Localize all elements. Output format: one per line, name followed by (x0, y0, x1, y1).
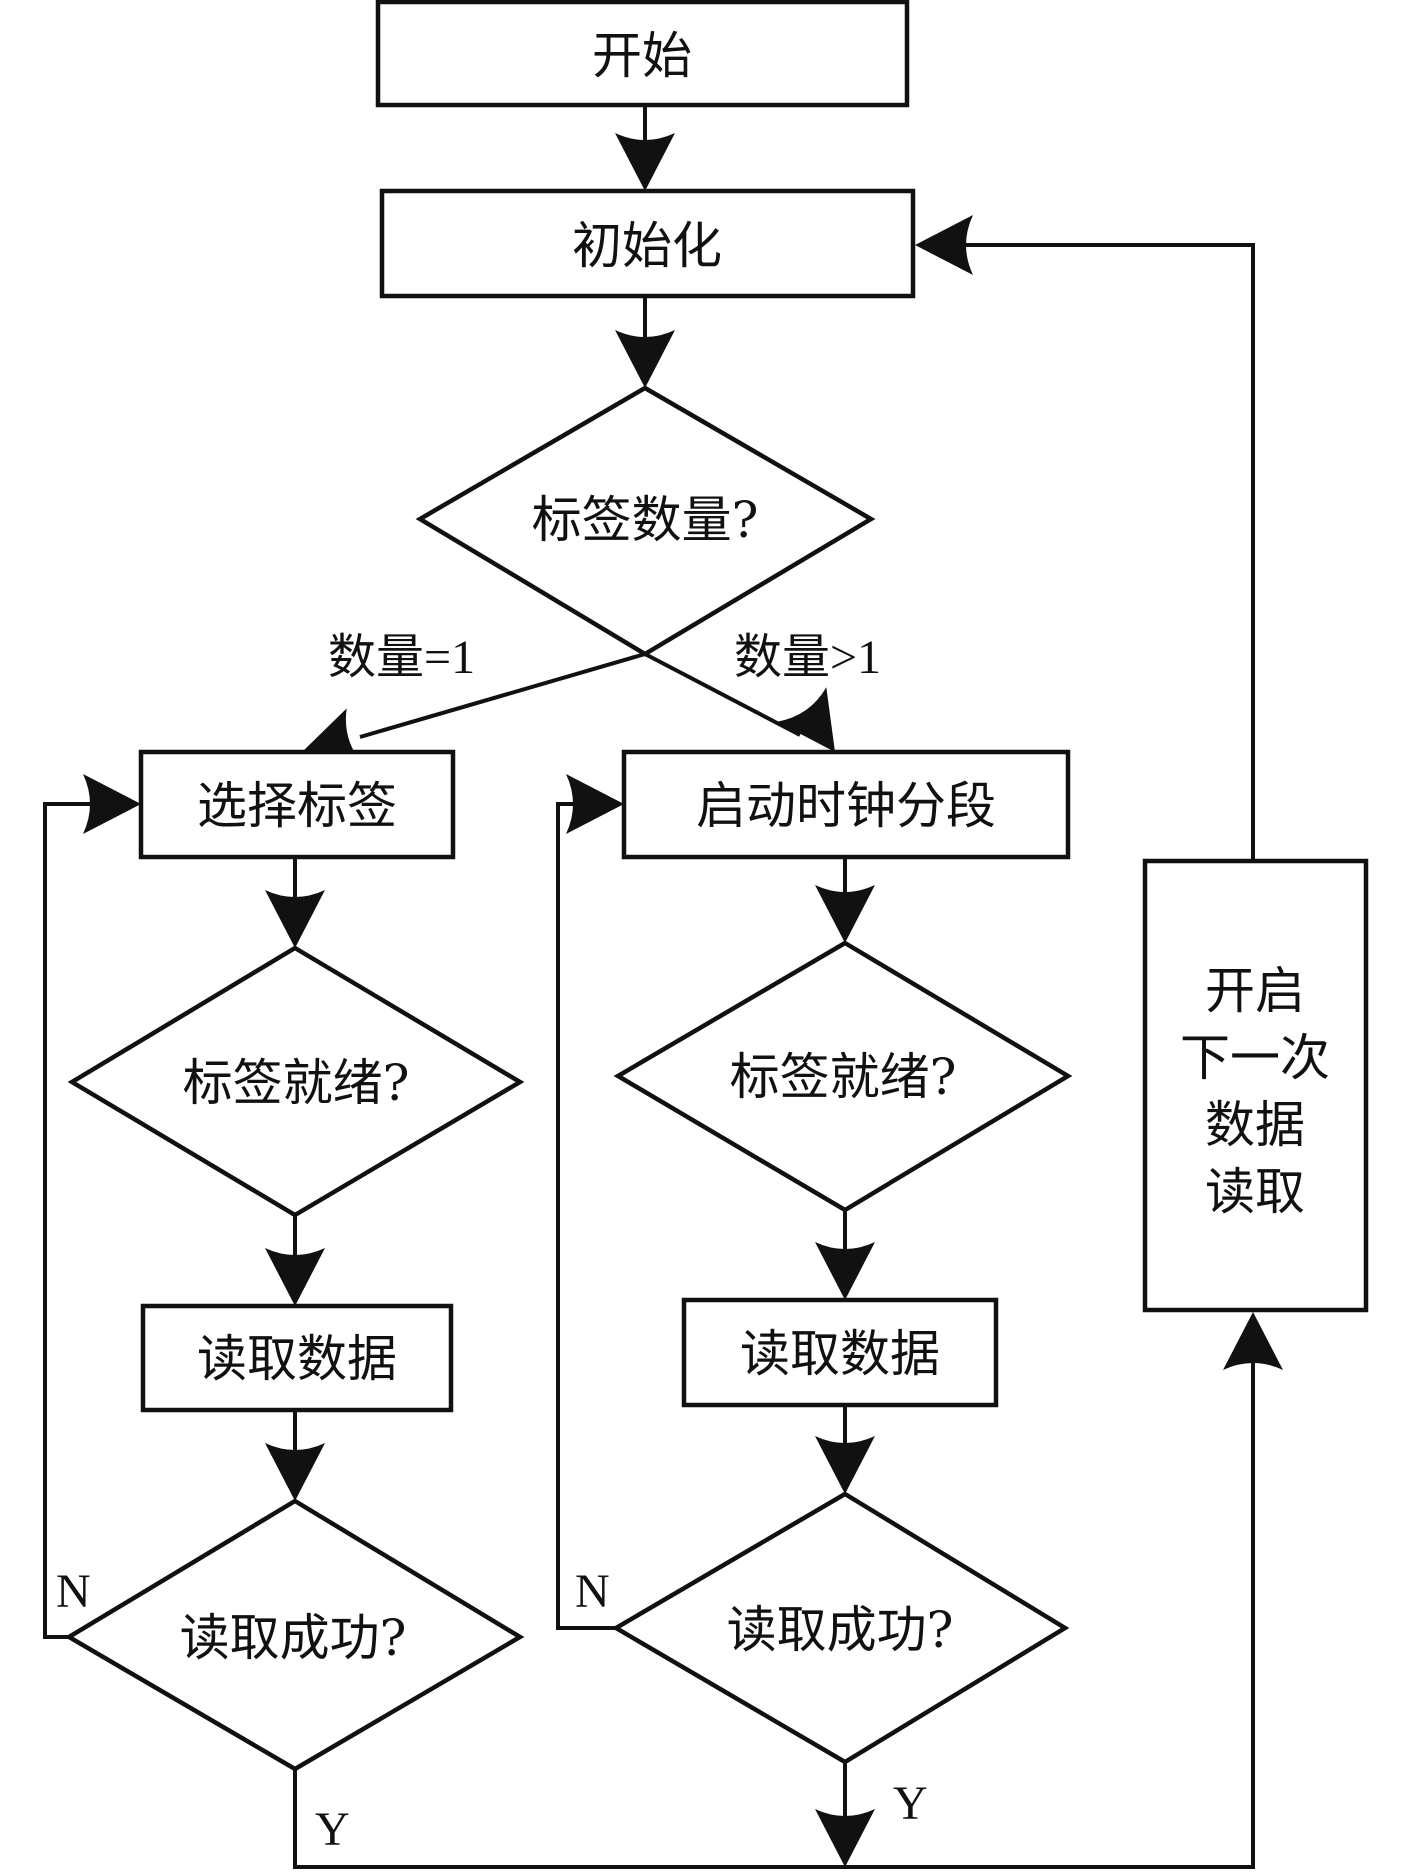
arrowhead-right-icon (566, 774, 624, 834)
read-ok-left-diamond (64, 1498, 525, 1772)
tag-ready-right-diamond (613, 940, 1073, 1213)
label-count-eq-1: 数量=1 (328, 631, 475, 684)
next-read-box (1142, 858, 1369, 1313)
next-read-line-4: 读取 (1205, 1163, 1305, 1221)
init-box (379, 188, 916, 299)
arrowhead-down-icon (815, 1809, 875, 1867)
arrowhead-down-icon (615, 330, 675, 388)
label-no-right: N (575, 1565, 610, 1618)
edge-yes-bottom-bus (293, 1335, 1255, 1869)
node-init: 初始化 (379, 188, 916, 299)
init-label: 初始化 (572, 217, 722, 275)
node-select-tag: 选择标签 (138, 749, 456, 860)
node-read-ok-right: 读取成功? (611, 1491, 1070, 1765)
start-label: 开始 (592, 27, 692, 85)
start-box (375, 0, 910, 108)
arrowhead-down-icon (265, 1443, 325, 1501)
label-no-left: N (56, 1565, 91, 1618)
node-start: 开始 (375, 0, 910, 108)
arrowhead-down-icon (815, 885, 875, 943)
tag-ready-left-label: 标签就绪? (183, 1054, 410, 1112)
start-clock-box (621, 749, 1071, 860)
read-data-left-label: 读取数据 (197, 1330, 397, 1388)
tag-count-diamond (415, 385, 876, 657)
tag-ready-right-label: 标签就绪? (730, 1048, 957, 1106)
read-data-right-box (681, 1297, 999, 1408)
edge-count-eq-1 (359, 652, 646, 739)
node-next-read: 开启 下一次 数据 读取 (1142, 858, 1369, 1313)
read-data-left-box (140, 1303, 454, 1413)
node-start-clock: 启动时钟分段 (621, 749, 1071, 860)
label-count-gt-1: 数量>1 (734, 631, 881, 684)
read-ok-left-label: 读取成功? (180, 1609, 407, 1667)
edge-count-gt-1 (644, 652, 801, 737)
arrowhead-down-icon (265, 890, 325, 948)
label-yes-right: Y (893, 1777, 928, 1830)
arrowhead-left-icon (915, 215, 973, 275)
node-tag-count: 标签数量? (415, 385, 876, 657)
node-tag-ready-left: 标签就绪? (67, 945, 525, 1218)
select-tag-label: 选择标签 (197, 777, 397, 835)
select-tag-box (138, 749, 456, 860)
arrowhead-down-icon (815, 1436, 875, 1494)
edge-no-right-loop (556, 802, 616, 1630)
label-yes-left: Y (315, 1803, 350, 1856)
node-read-data-left: 读取数据 (140, 1303, 454, 1413)
tag-ready-left-diamond (67, 945, 525, 1218)
tag-count-label: 标签数量? (532, 491, 759, 549)
edge-next-to-init (935, 243, 1255, 861)
node-read-ok-left: 读取成功? (64, 1498, 525, 1772)
read-ok-right-label: 读取成功? (727, 1601, 954, 1659)
next-read-line-2: 下一次 (1180, 1029, 1330, 1087)
edge-no-left-loop (43, 802, 120, 1639)
next-read-line-3: 数据 (1205, 1096, 1305, 1154)
arrowhead-right-icon (83, 774, 141, 834)
read-data-right-label: 读取数据 (740, 1325, 940, 1383)
arrowhead-up-icon (1223, 1312, 1283, 1370)
node-tag-ready-right: 标签就绪? (613, 940, 1073, 1213)
arrowhead-down-icon (815, 1242, 875, 1300)
arrowhead-down-icon (265, 1248, 325, 1306)
read-ok-right-diamond (611, 1491, 1070, 1765)
node-read-data-right: 读取数据 (681, 1297, 999, 1408)
start-clock-label: 启动时钟分段 (696, 777, 996, 835)
next-read-line-1: 开启 (1205, 962, 1305, 1020)
arrowhead-down-icon (615, 133, 675, 191)
